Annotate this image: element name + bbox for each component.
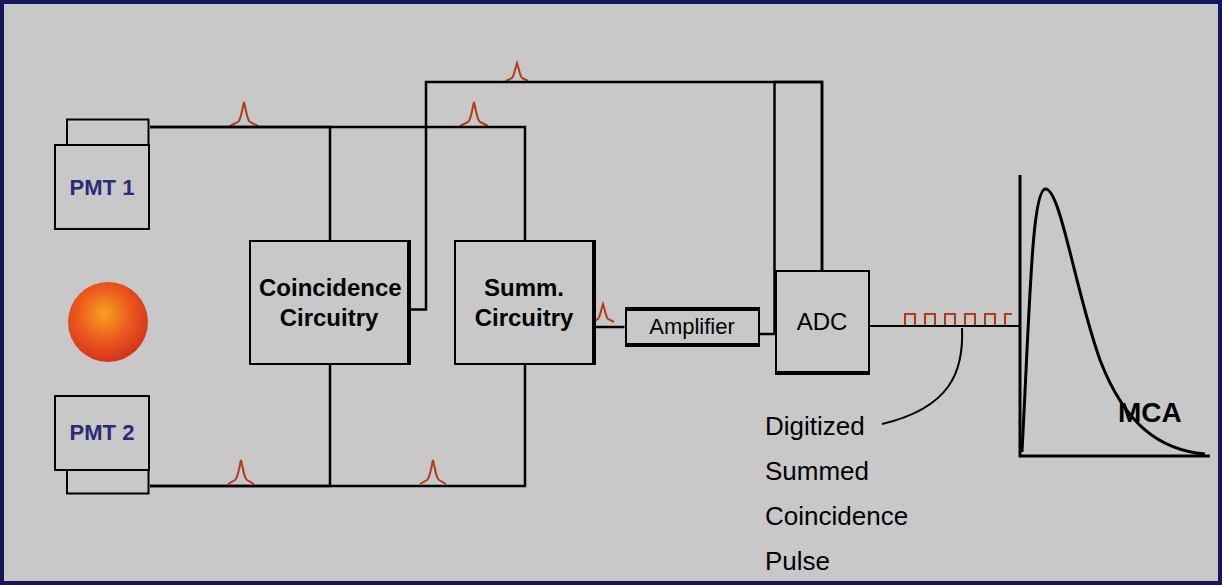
axis-title: MCA <box>1118 396 1218 430</box>
callout-label: Digitized Summed Coincidence Pulse <box>765 404 940 584</box>
box-label: PMT 1 <box>70 174 135 202</box>
signal-wire <box>760 82 823 334</box>
box-label: Amplifier <box>649 313 735 341</box>
tube-outline <box>54 118 150 230</box>
box-label: PMT 2 <box>70 419 135 447</box>
process-box: Coincidence Circuitry <box>249 240 411 365</box>
source-sphere <box>68 282 148 362</box>
box-label: ADC <box>797 307 848 337</box>
digital-pulse-train <box>905 314 1012 326</box>
box-label: Summ. Circuitry <box>464 273 584 333</box>
signal-wire <box>596 326 625 329</box>
process-box: ADC <box>775 270 870 375</box>
signal-wire <box>150 127 525 240</box>
process-box: Amplifier <box>625 307 760 347</box>
signal-wire <box>150 365 330 486</box>
photomultiplier-tube: PMT 1 <box>54 118 150 230</box>
signal-wire <box>411 82 822 310</box>
tube-outline <box>54 395 150 495</box>
signal-wire <box>150 127 330 240</box>
box-label: Coincidence Circuitry <box>259 273 399 333</box>
photomultiplier-tube: PMT 2 <box>54 395 150 495</box>
leader-line <box>882 328 962 424</box>
signal-wire <box>150 365 525 486</box>
process-box: Summ. Circuitry <box>454 240 596 365</box>
adc-output-wire <box>870 325 1020 327</box>
